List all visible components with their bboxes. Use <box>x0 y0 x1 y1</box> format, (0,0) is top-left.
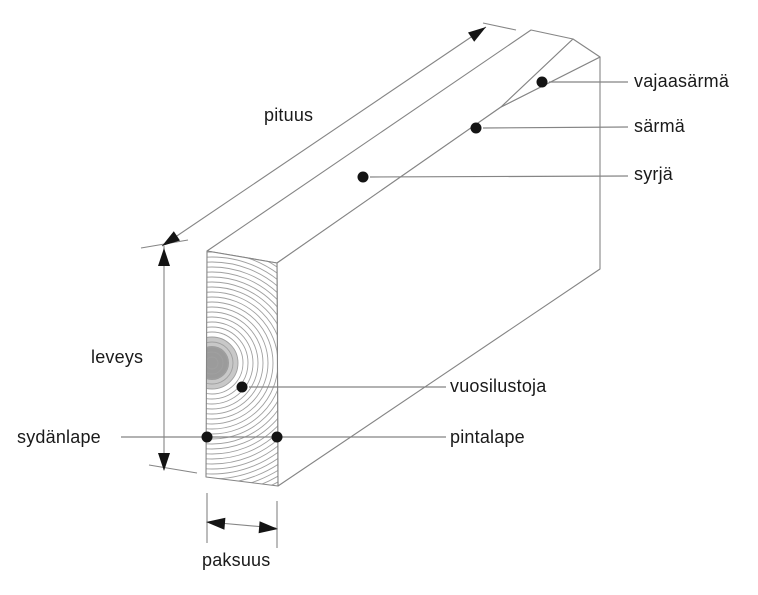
syrja-leader <box>369 175 629 178</box>
sydanlape-dot <box>201 431 213 443</box>
pituus-dim-line <box>161 26 487 247</box>
pituus-arrow-near <box>162 231 180 246</box>
end-face-outline <box>205 250 279 487</box>
pituus-dimension <box>140 22 517 249</box>
syrja-dot <box>357 171 369 183</box>
label-pituus: pituus <box>264 105 314 125</box>
leveys-tick-bottom <box>148 464 198 474</box>
leveys-arrow-bottom <box>158 453 170 471</box>
pith-core <box>206 346 229 380</box>
label-sydanlape: sydänlape <box>17 427 101 447</box>
vuosilustoja-dot <box>236 381 248 393</box>
pintalape-dot <box>271 431 283 443</box>
paksuus-dimension <box>206 493 278 548</box>
label-pintalape: pintalape <box>450 427 525 447</box>
paksuus-arrow-right <box>258 521 278 534</box>
label-vajaasarma: vajaasärmä <box>634 71 730 91</box>
callout-leaders <box>121 81 629 438</box>
sarma-dot <box>470 122 482 134</box>
callout-dots <box>201 76 548 443</box>
leveys-dimension <box>148 246 198 474</box>
beam-outline <box>206 29 601 487</box>
sarma-leader <box>482 126 629 129</box>
paksuus-arrow-left <box>206 517 226 530</box>
label-leveys: leveys <box>91 347 144 367</box>
label-sarma: särmä <box>634 116 686 136</box>
label-syrja: syrjä <box>634 164 674 184</box>
pituus-tick-far <box>482 22 517 31</box>
leveys-arrow-top <box>158 248 170 266</box>
label-paksuus: paksuus <box>202 550 271 570</box>
vajaasarma-dot <box>536 76 548 88</box>
pituus-arrow-far <box>468 27 486 42</box>
label-vuosilustoja: vuosilustoja <box>450 376 547 396</box>
